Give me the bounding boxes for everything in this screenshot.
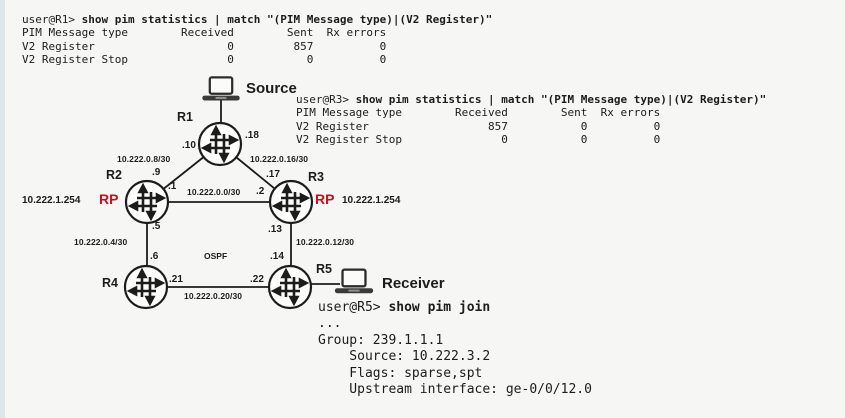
- interface-r4-right: .21: [169, 274, 183, 285]
- subnet-r1-r2: 10.222.0.8/30: [117, 154, 171, 164]
- pim-join-flags: Flags: sparse,spt: [318, 365, 483, 381]
- pim-stats-row-v2-register-r1: V2 Register 0 857 0: [22, 39, 387, 53]
- pim-join-upstream: Upstream interface: ge-0/0/12.0: [318, 382, 592, 398]
- pim-stats-header-r3: PIM Message type Received Sent Rx errors: [296, 106, 661, 120]
- rp-label-r3: RP: [315, 191, 335, 207]
- receiver-laptop-icon: [332, 268, 376, 302]
- pim-join-group: Group: 239.1.1.1: [318, 332, 444, 348]
- subnet-r2-r3: 10.222.0.0/30: [187, 187, 241, 197]
- terminal-r1: user@R1> show pim statistics | match "(P…: [22, 13, 492, 67]
- prompt-r1: user@R1>: [22, 13, 82, 26]
- interface-r1-right: .18: [245, 130, 259, 141]
- terminal-r3-command-line: user@R3> show pim statistics | match "(P…: [296, 93, 766, 106]
- pim-stats-row-v2-register-stop-r1: V2 Register Stop 0 0 0: [22, 53, 387, 67]
- terminal-r5: user@R5> show pim join ... Group: 239.1.…: [318, 300, 592, 398]
- router-r3-label: R3: [308, 170, 324, 184]
- router-r3-icon: [268, 179, 314, 230]
- interface-r2-top: .9: [152, 167, 161, 178]
- router-r1-label: R1: [177, 110, 193, 124]
- pim-join-source: Source: 10.222.3.2: [318, 349, 491, 365]
- interface-r5-left: .22: [250, 274, 264, 285]
- router-r1-icon: [197, 121, 243, 172]
- prompt-r5: user@R5>: [318, 300, 389, 315]
- rp-address-left: 10.222.1.254: [22, 195, 81, 206]
- interface-r4-top: .6: [150, 251, 159, 262]
- prompt-r3: user@R3>: [296, 93, 356, 106]
- subnet-r1-r3: 10.222.0.16/30: [250, 154, 309, 164]
- left-edge-strip: [0, 0, 5, 418]
- rp-address-right: 10.222.1.254: [342, 195, 401, 206]
- router-r2-icon: [124, 179, 170, 230]
- router-r5-label: R5: [316, 262, 332, 276]
- terminal-r3: user@R3> show pim statistics | match "(P…: [296, 93, 766, 147]
- subnet-r4-r5: 10.222.0.20/30: [184, 291, 243, 301]
- receiver-label: Receiver: [382, 275, 445, 292]
- interface-r1-left: .10: [182, 140, 196, 151]
- terminal-r1-command-line: user@R1> show pim statistics | match "(P…: [22, 13, 492, 26]
- interface-r3-top: .17: [266, 169, 280, 180]
- terminal-r5-command-line: user@R5> show pim join: [318, 300, 592, 316]
- router-r2-label: R2: [106, 168, 122, 182]
- pim-join-ellipsis: ...: [318, 316, 342, 332]
- command-r3: show pim statistics | match "(PIM Messag…: [355, 93, 767, 106]
- command-r5: show pim join: [388, 300, 491, 315]
- router-r4-icon: [123, 264, 169, 315]
- router-r4-label: R4: [102, 276, 118, 290]
- interface-r3-bottom: .13: [268, 224, 282, 235]
- interface-r5-top: .14: [270, 251, 284, 262]
- interface-r2-bottom: .5: [152, 221, 161, 232]
- pim-stats-header-r1: PIM Message type Received Sent Rx errors: [22, 26, 387, 40]
- subnet-r3-r5: 10.222.0.12/30: [296, 237, 355, 247]
- pim-stats-row-v2-register-r3: V2 Register 857 0 0: [296, 119, 661, 133]
- interface-r2-right: .1: [168, 181, 177, 192]
- router-r5-icon: [267, 264, 313, 315]
- source-laptop-icon: [198, 76, 244, 109]
- ospf-label: OSPF: [204, 251, 228, 261]
- subnet-r2-r4: 10.222.0.4/30: [74, 237, 128, 247]
- pim-stats-row-v2-register-stop-r3: V2 Register Stop 0 0 0: [296, 133, 661, 147]
- command-r1: show pim statistics | match "(PIM Messag…: [81, 13, 493, 26]
- source-label: Source: [246, 80, 297, 97]
- interface-r3-left: .2: [256, 186, 265, 197]
- rp-label-r2: RP: [99, 191, 119, 207]
